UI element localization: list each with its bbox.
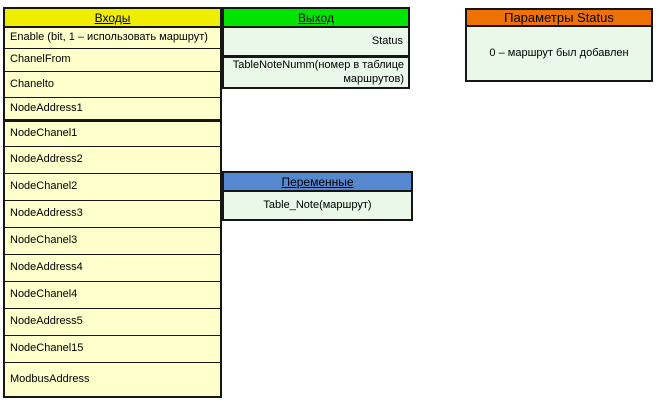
table-row-modbusaddress: ModbusAddress bbox=[5, 363, 220, 396]
table-row-chanelfrom: ChanelFrom bbox=[5, 49, 220, 72]
table-row-status: Status bbox=[224, 28, 408, 56]
output-table-header: Выход bbox=[224, 9, 408, 28]
table-row-enable: Enable (bit, 1 – использовать маршрут) bbox=[5, 28, 220, 49]
variables-table: Переменные Table_Note(маршрут) bbox=[222, 171, 413, 221]
status-params-table-header: Параметры Status bbox=[467, 10, 651, 27]
table-row-chanelto: Chanelto bbox=[5, 72, 220, 98]
table-row-nodechanel4: NodeChanel4 bbox=[5, 282, 220, 309]
status-params-table: Параметры Status 0 – маршрут был добавле… bbox=[465, 8, 653, 82]
table-row-nodechanel15: NodeChanel15 bbox=[5, 336, 220, 363]
inputs-table-title: Входы bbox=[94, 10, 131, 25]
inputs-table: Входы Enable (bit, 1 – использовать марш… bbox=[3, 7, 222, 398]
output-table-title: Выход bbox=[298, 10, 334, 25]
status-params-table-title: Параметры Status bbox=[504, 10, 614, 25]
inputs-table-header: Входы bbox=[5, 9, 220, 28]
table-row-status-0: 0 – маршрут был добавлен bbox=[467, 27, 651, 80]
output-table: Выход Status TableNoteNumm(номер в табли… bbox=[222, 7, 410, 89]
variables-table-title: Переменные bbox=[281, 174, 354, 189]
table-row-nodeaddress5: NodeAddress5 bbox=[5, 309, 220, 336]
table-row-nodeaddress2: NodeAddress2 bbox=[5, 147, 220, 174]
variables-table-header: Переменные bbox=[224, 173, 411, 192]
table-row-nodechanel1: NodeChanel1 bbox=[5, 120, 220, 147]
table-row-table-note: Table_Note(маршрут) bbox=[224, 192, 411, 219]
table-row-tablenotenumm: TableNoteNumm(номер в таблице маршрутов) bbox=[224, 56, 408, 87]
table-row-nodeaddress3: NodeAddress3 bbox=[5, 201, 220, 228]
table-row-nodeaddress4: NodeAddress4 bbox=[5, 255, 220, 282]
table-row-nodechanel3: NodeChanel3 bbox=[5, 228, 220, 255]
table-row-nodechanel2: NodeChanel2 bbox=[5, 174, 220, 201]
table-row-nodeaddress1: NodeAddress1 bbox=[5, 98, 220, 120]
